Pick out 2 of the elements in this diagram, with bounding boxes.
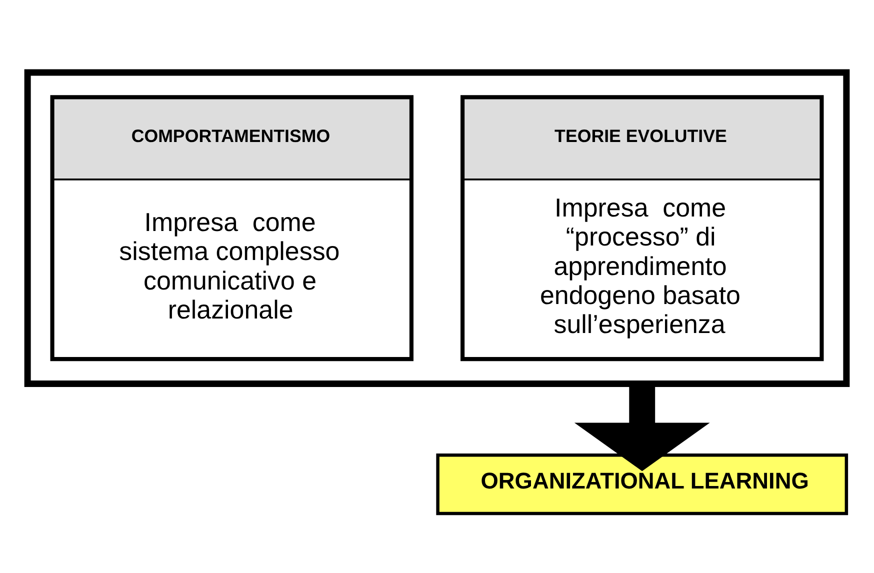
node-box: ORGANIZATIONAL LEARNING <box>436 454 848 516</box>
cluster <box>24 69 850 388</box>
